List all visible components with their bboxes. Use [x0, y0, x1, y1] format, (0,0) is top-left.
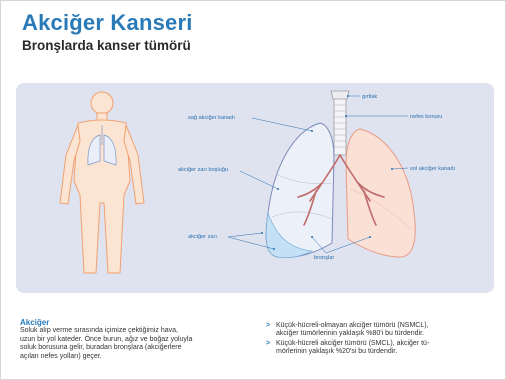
label-bronchi: bronşlar — [314, 255, 334, 261]
bullet-marker: > — [266, 322, 270, 330]
label-left-lung: sol akciğer kanadı — [410, 166, 456, 172]
label-trachea: nefes borusu — [410, 114, 442, 120]
lung-anatomy-diagram: gırtlak nefes borusu sağ akciğer kanadı … — [16, 83, 494, 293]
paragraph-line: uzun bir yol kateder. Önce burun, ağız v… — [20, 336, 256, 345]
list-item: > Küçük-hücreli-olmayan akciğer tümörü (… — [266, 322, 488, 339]
label-pleura: akciğer zarı — [188, 234, 217, 240]
list-item-line: Küçük-hücreli-olmayan akciğer tümörü (NS… — [276, 322, 488, 330]
list-item-line: akciğer tümörlerinin yaklaşık %80'i bu t… — [276, 330, 488, 338]
intro-text-block: Akciğer Soluk alıp verme sırasında içimi… — [20, 318, 256, 361]
page-title: Akciğer Kanseri — [22, 10, 193, 36]
section-heading: Akciğer — [20, 318, 256, 327]
illustration-panel: gırtlak nefes borusu sağ akciğer kanadı … — [16, 83, 494, 293]
paragraph-line: açılan nefes yolları) geçer. — [20, 353, 256, 362]
bullet-marker: > — [266, 340, 270, 348]
human-body-figure — [60, 92, 144, 273]
label-right-lung: sağ akciğer kanadı — [188, 115, 235, 121]
page-subtitle: Bronşlarda kanser tümörü — [22, 38, 191, 53]
paragraph-line: Soluk alıp verme sırasında içimize çekti… — [20, 327, 256, 336]
paragraph-line: soluk borusuna gelir, buradan bronşlara … — [20, 344, 256, 353]
list-item-line: Küçük-hücreli akciğer tümörü (SMCL), akc… — [276, 340, 488, 348]
left-lung — [346, 129, 415, 257]
list-item: > Küçük-hücreli akciğer tümörü (SMCL), a… — [266, 340, 488, 357]
label-pleural-space: akciğer zarı boşluğu — [178, 167, 228, 173]
label-larynx: gırtlak — [362, 94, 377, 100]
list-item-line: mörlerinin yaklaşık %20'si bu türdendir. — [276, 348, 488, 356]
tumor-type-list: > Küçük-hücreli-olmayan akciğer tümörü (… — [266, 322, 488, 358]
